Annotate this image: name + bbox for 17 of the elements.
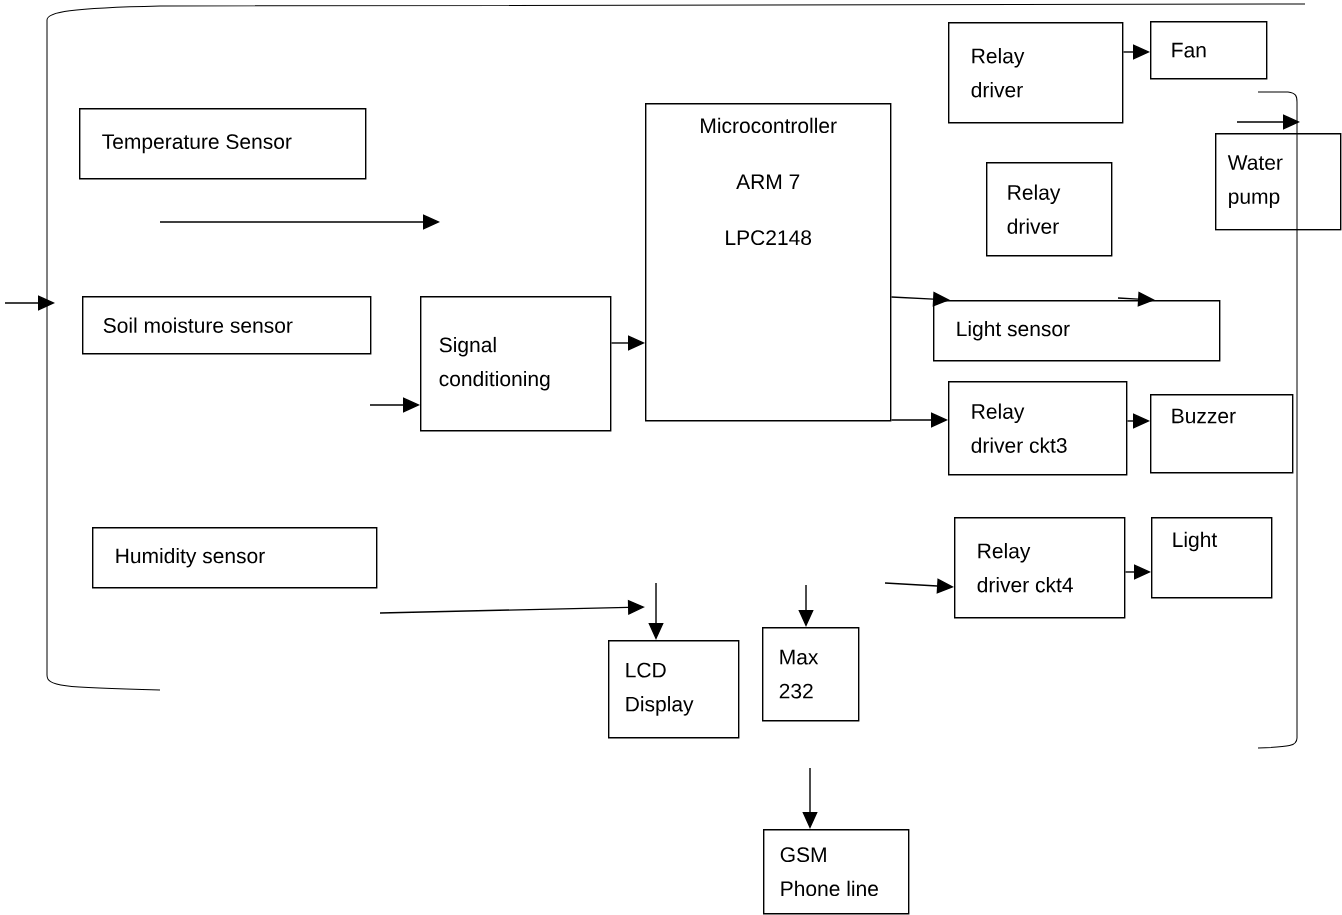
block-box: Water pump	[1215, 133, 1342, 231]
block-box: Relay driver	[986, 162, 1113, 257]
block-box: Light	[1151, 516, 1273, 599]
block-box: Relay driver ckt4	[954, 516, 1126, 619]
block-box: Humidity sensor	[92, 527, 378, 589]
block-box: Buzzer	[1150, 394, 1294, 474]
block-box: Signal conditioning	[420, 296, 612, 432]
block-box: Fan	[1150, 21, 1268, 80]
block-box: Soil moisture sensor	[82, 296, 372, 355]
block-box: Microcontroller ARM 7 LPC2148	[645, 103, 892, 422]
block-box: Relay driver ckt3	[948, 381, 1128, 476]
block-box: Light sensor	[933, 300, 1221, 362]
block-box: Max 232	[762, 627, 860, 722]
block-box: Relay driver	[948, 22, 1124, 124]
block-box: LCD Display	[608, 639, 740, 739]
block-box: GSM Phone line	[763, 828, 910, 915]
block-box: Temperature Sensor	[79, 108, 367, 180]
